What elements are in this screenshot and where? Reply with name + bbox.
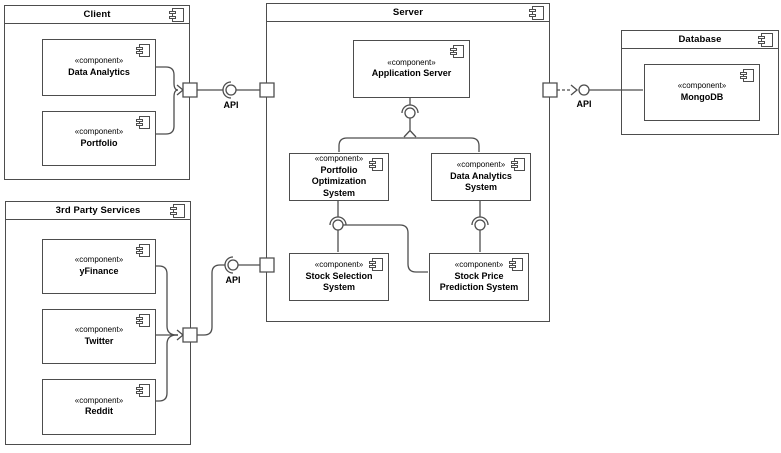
- component-portfolio: «component» Portfolio: [42, 111, 156, 166]
- stereotype-label: «component»: [314, 260, 364, 270]
- component-icon: [740, 69, 754, 82]
- open-arrowhead-icon: [571, 85, 577, 95]
- component-icon: [509, 258, 523, 271]
- api-interface-label-server-database: API: [576, 99, 592, 109]
- stereotype-label: «component»: [74, 127, 124, 137]
- group-server: Server «component» Application Server «c…: [266, 3, 550, 322]
- stereotype-label: «component»: [454, 260, 504, 270]
- socket-interface-icon: [225, 257, 233, 273]
- component-icon: [169, 8, 184, 22]
- component-reddit: «component» Reddit: [42, 379, 156, 435]
- stereotype-label: «component»: [677, 81, 727, 91]
- stereotype-label: «component»: [74, 395, 124, 405]
- component-icon: [136, 244, 150, 257]
- component-icon: [136, 116, 150, 129]
- component-icon: [170, 204, 185, 218]
- component-name: MongoDB: [680, 91, 724, 102]
- api-interface-label-third-party-server: API: [225, 275, 241, 285]
- ball-interface-icon: [226, 85, 236, 95]
- group-client: Client «component» Data Analytics «compo…: [4, 5, 190, 180]
- component-name: Twitter: [84, 335, 114, 346]
- ball-interface-icon: [579, 85, 589, 95]
- component-icon: [758, 33, 773, 47]
- stereotype-label: «component»: [314, 154, 364, 164]
- stereotype-label: «component»: [456, 160, 506, 170]
- component-icon: [136, 384, 150, 397]
- component-stock-selection-system: «component» Stock Selection System: [289, 253, 389, 301]
- component-data-analytics-system: «component» Data Analytics System: [431, 153, 531, 201]
- component-name: Application Server: [371, 68, 452, 79]
- component-application-server: «component» Application Server: [353, 40, 470, 98]
- component-icon: [529, 6, 544, 20]
- component-yfinance: «component» yFinance: [42, 239, 156, 294]
- api-interface-label-client-server: API: [223, 100, 239, 110]
- connector-client-server-api: [197, 82, 260, 98]
- stereotype-label: «component»: [74, 56, 124, 66]
- component-stock-price-prediction-system: «component» Stock Price Prediction Syste…: [429, 253, 529, 301]
- component-name: Stock Selection System: [305, 270, 373, 293]
- component-name: Stock Price Prediction System: [439, 270, 519, 293]
- stereotype-label: «component»: [74, 255, 124, 265]
- group-database-title: Database: [678, 34, 722, 45]
- component-twitter: «component» Twitter: [42, 309, 156, 364]
- socket-interface-icon: [223, 82, 231, 98]
- component-name: Reddit: [85, 406, 113, 417]
- component-mongodb: «component» MongoDB: [644, 64, 760, 121]
- group-third-party-services: 3rd Party Services «component» yFinance …: [5, 201, 191, 445]
- group-client-title: Client: [83, 9, 111, 20]
- group-database-titlebar: Database: [622, 31, 778, 49]
- component-icon: [450, 45, 464, 58]
- group-server-titlebar: Server: [267, 4, 549, 22]
- component-name: Portfolio: [80, 137, 118, 148]
- group-third-party-title: 3rd Party Services: [55, 205, 141, 216]
- ball-interface-icon: [228, 260, 238, 270]
- component-name: yFinance: [79, 265, 119, 276]
- component-icon: [136, 314, 150, 327]
- component-name: Portfolio Optimization System: [311, 164, 367, 199]
- group-database: Database «component» MongoDB: [621, 30, 779, 135]
- group-client-titlebar: Client: [5, 6, 189, 24]
- component-icon: [511, 158, 525, 171]
- connector-third-party-server-api: [197, 257, 260, 335]
- component-icon: [136, 44, 150, 57]
- stereotype-label: «component»: [387, 57, 436, 67]
- group-third-party-titlebar: 3rd Party Services: [6, 202, 190, 220]
- group-server-title: Server: [392, 7, 424, 18]
- component-name: Data Analytics System: [450, 170, 512, 193]
- stereotype-label: «component»: [74, 325, 124, 335]
- component-data-analytics: «component» Data Analytics: [42, 39, 156, 96]
- component-icon: [369, 258, 383, 271]
- component-portfolio-optimization-system: «component» Portfolio Optimization Syste…: [289, 153, 389, 201]
- component-name: Data Analytics: [68, 66, 130, 77]
- component-icon: [369, 158, 383, 171]
